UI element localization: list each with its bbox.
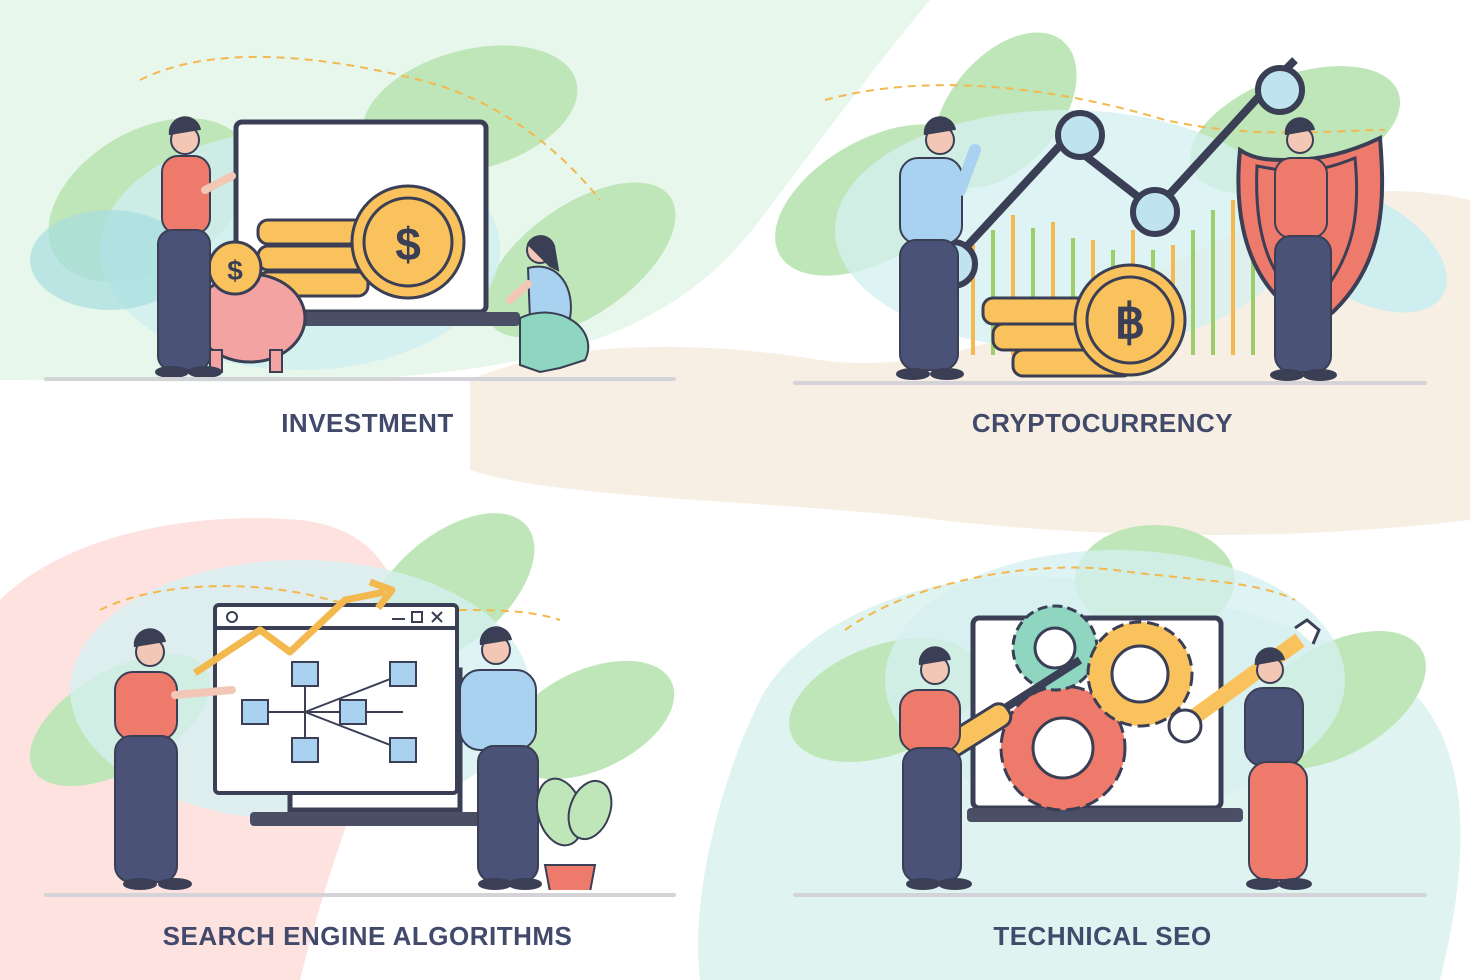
technical-seo-panel: TECHNICAL SEO [735,490,1470,980]
person-man [114,628,236,890]
bitcoin-symbol: ฿ [1115,296,1146,349]
close-icon [431,611,443,623]
dollar-symbol: $ [395,218,421,270]
person-man [155,116,236,378]
panel-title: SEARCH ENGINE ALGORITHMS [162,921,573,951]
gear-icon [1011,604,1099,692]
person-man [1244,647,1312,890]
coin-stack [981,263,1187,378]
panel-title: CRYPTOCURRENCY [971,408,1234,438]
person-woman [506,235,590,374]
gears-tools-icon [789,525,1426,890]
coin-stack [256,184,466,300]
window-dot-icon [226,611,238,623]
panel-title: INVESTMENT [281,408,454,438]
bitcoin-chart-icon: ฿ [775,32,1447,381]
gear-icon [999,684,1127,812]
chart-nodes [928,65,1305,289]
person-man [1270,117,1337,381]
gear-icon [1086,620,1194,728]
maximize-icon [411,611,423,623]
piggy-bank-coins-icon: $ $ [30,45,676,378]
person-man [459,626,542,890]
dollar-symbol: $ [227,255,243,286]
person-man [899,646,972,890]
piggy-bank-icon [193,240,307,373]
network-graph [241,661,417,763]
search-engine-algorithms-panel: SEARCH ENGINE ALGORITHMS [0,490,735,980]
network-graph-icon [29,513,675,890]
investment-panel: $ $ INVESTMENT [0,0,735,490]
cryptocurrency-panel: ฿ CRYPTOCURRENCY [735,0,1470,490]
growth-arrow-icon [193,588,386,676]
panel-title: TECHNICAL SEO [993,921,1212,951]
potted-plant-icon [535,777,613,890]
person-man [896,116,981,380]
